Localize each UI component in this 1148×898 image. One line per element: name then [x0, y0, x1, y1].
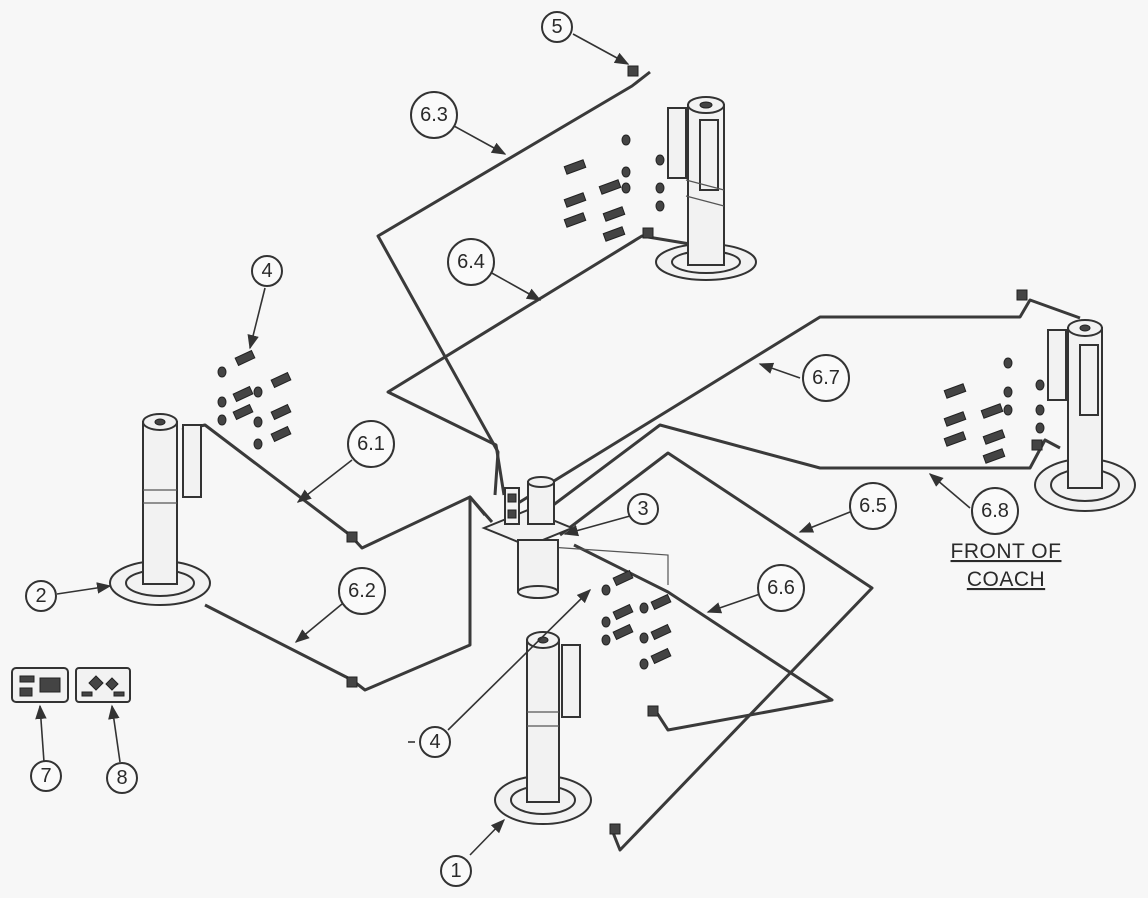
callout-3: 3	[627, 493, 659, 525]
callout-6-6-label: 6.6	[767, 577, 795, 599]
callout-4-top-label: 4	[261, 260, 272, 282]
front-right-jack-bolts	[601, 569, 672, 670]
callout-6-3-label: 6.3	[420, 104, 448, 126]
hose-6-6	[573, 543, 834, 732]
hose-6-4	[386, 234, 691, 496]
callout-2: 2	[25, 580, 57, 612]
callout-6-4: 6.4	[447, 238, 495, 286]
callout-3-label: 3	[637, 498, 648, 520]
callout-4-bottom: 4	[419, 726, 451, 758]
leveling-jack-front-left	[109, 413, 211, 606]
callout-1: 1	[440, 855, 472, 887]
callout-8-label: 8	[116, 767, 127, 789]
control-panel	[11, 667, 69, 703]
callout-6-2-label: 6.2	[348, 580, 376, 602]
warning-label-panel	[75, 667, 131, 703]
hose-6-5	[559, 451, 874, 852]
callout-6-7-label: 6.7	[812, 367, 840, 389]
callout-5: 5	[541, 11, 573, 43]
callout-6-1: 6.1	[347, 420, 395, 468]
callout-6-1-label: 6.1	[357, 433, 385, 455]
callout-6-4-label: 6.4	[457, 251, 485, 273]
callout-7-label: 7	[40, 765, 51, 787]
leader-lines	[35, 33, 971, 856]
hose-6-2	[204, 495, 494, 692]
callout-6-2: 6.2	[338, 567, 386, 615]
leveling-jack-front-right	[494, 631, 592, 825]
callout-6-6: 6.6	[757, 564, 805, 612]
callout-6-5-label: 6.5	[859, 495, 887, 517]
hose-6-3	[376, 70, 651, 496]
front-of-coach-line-2: COACH	[967, 568, 1045, 591]
callout-5-label: 5	[551, 16, 562, 38]
leveling-jack-rear-right	[1034, 319, 1136, 512]
callout-1-label: 1	[450, 860, 461, 882]
callout-6-8: 6.8	[971, 487, 1019, 535]
front-of-coach-note: FRONT OF COACH	[951, 540, 1062, 591]
rear-right-jack-bolts	[943, 357, 1045, 464]
callout-6-7: 6.7	[802, 354, 850, 402]
callout-6-8-label: 6.8	[981, 500, 1009, 522]
callout-4-bottom-label: 4	[429, 731, 440, 753]
callout-6-5: 6.5	[849, 482, 897, 530]
callout-6-3: 6.3	[410, 91, 458, 139]
hose-6-8	[539, 423, 1061, 517]
callout-8: 8	[106, 762, 138, 794]
callout-2-label: 2	[35, 585, 46, 607]
jack-5-bolts	[563, 134, 665, 242]
hose-6-7	[514, 298, 1081, 507]
hose-6-1	[181, 423, 487, 550]
callout-4-top: 4	[251, 255, 283, 287]
callout-7: 7	[30, 760, 62, 792]
front-left-jack-bolts	[217, 349, 292, 450]
leveling-jack-rear-left	[655, 96, 757, 281]
hydraulic-pump	[481, 476, 575, 599]
front-of-coach-line-1: FRONT OF	[951, 540, 1062, 563]
hydraulic-hoses	[181, 65, 1081, 852]
